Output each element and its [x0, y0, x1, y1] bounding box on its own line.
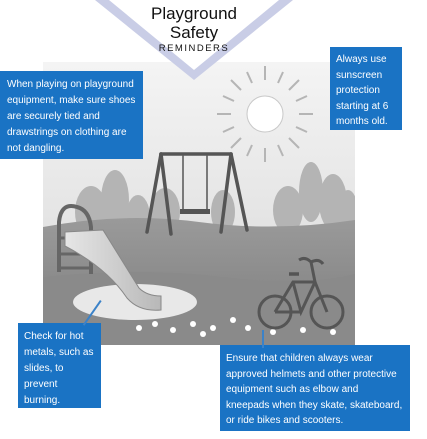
sun-disc — [246, 95, 284, 133]
playground-illustration — [43, 62, 355, 345]
banner-triangle — [95, 0, 293, 80]
bicycle — [257, 256, 345, 330]
swing-set — [145, 152, 249, 236]
callout-helmets: Ensure that children always wear approve… — [220, 345, 410, 431]
callout-hot-metals: Check for hot metals, such as slides, to… — [18, 323, 101, 408]
slide — [57, 204, 162, 311]
banner-subtitle: REMINDERS — [158, 43, 230, 54]
callout-sunscreen: Always use sunscreen protection starting… — [330, 47, 402, 130]
leader-line-helmets — [262, 330, 264, 348]
callout-drawstrings: When playing on playground equipment, ma… — [0, 71, 143, 159]
banner-title-line1: Playground — [150, 4, 237, 23]
flowers — [136, 317, 336, 337]
title-banner: Playground Safety REMINDERS — [95, 0, 293, 80]
sun-icon — [217, 66, 313, 162]
banner-title-line2: Safety — [169, 23, 219, 42]
